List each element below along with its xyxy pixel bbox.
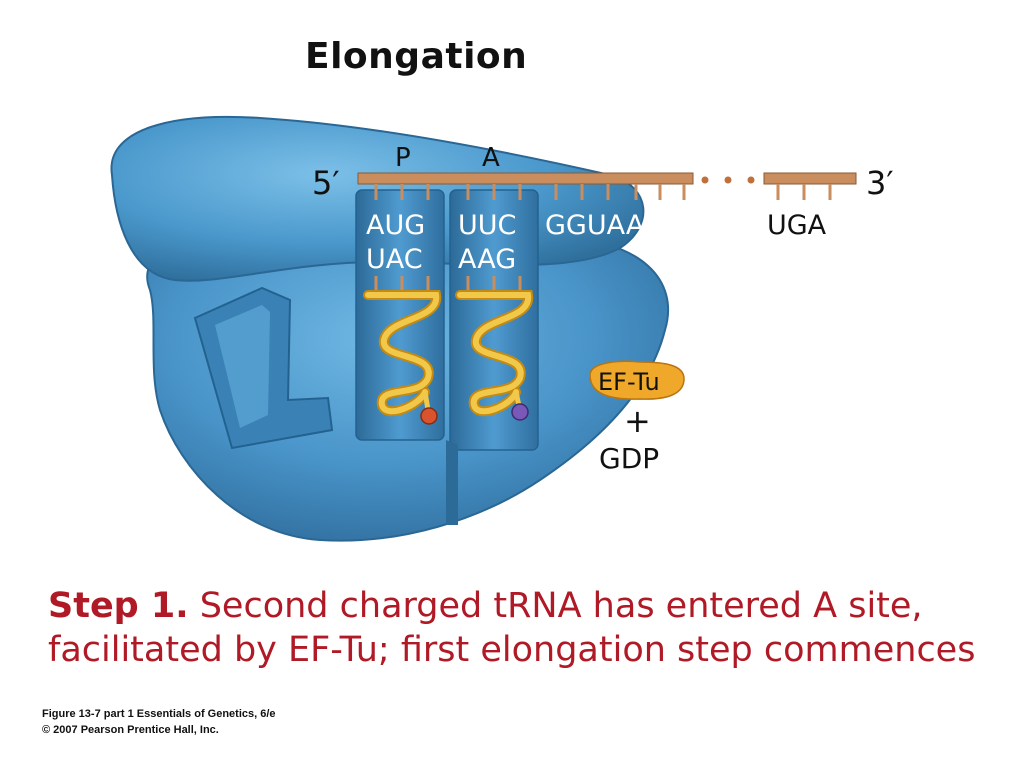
e-site-cavity-inner [215,305,270,428]
ribosome-diagram: 5′ 3′ P A AUG UUC GGUAAG UGA UAC AAG EF-… [110,115,894,542]
figure-credit: Figure 13-7 part 1 Essentials of Genetic… [42,706,276,738]
mrna-dot [747,176,755,184]
p-site-label: P [395,143,411,173]
ef-tu-blob [589,360,685,400]
anticodon-aag: AAG [458,244,516,275]
mrna-dot [701,176,709,184]
credit-line1: Figure 13-7 part 1 Essentials of Genetic… [42,708,276,720]
step-number: Step 1. [48,586,189,626]
subunit-cleft [446,440,458,525]
plus-sign: + [624,402,651,440]
gdp-label: GDP [599,442,659,475]
five-prime-label: 5′ [312,164,340,202]
step-text-line2: facilitated by EF-Tu; first elongation s… [48,630,976,670]
a-site-label: A [482,143,500,173]
codon-uga: UGA [767,210,827,241]
amino-acid-a [511,403,529,421]
amino-acid-p [420,407,438,425]
ef-tu-label: EF-Tu [598,368,660,396]
diagram-title: Elongation [305,36,528,77]
p-site-channel [355,189,445,441]
mrna-dot [724,176,732,184]
anticodon-uac: UAC [366,244,423,275]
step-caption: Step 1. Second charged tRNA has entered … [48,584,1008,672]
codon-aug: AUG [366,210,425,241]
credit-line2: © 2007 Pearson Prentice Hall, Inc. [42,724,219,736]
three-prime-label: 3′ [866,164,894,202]
codons-gguaag: GGUAAG [545,210,665,241]
trna-a-site [455,276,534,421]
mrna-strand-right [763,172,857,185]
mrna-base-ticks [374,184,832,200]
codon-uuc: UUC [458,210,516,241]
trna-p-site [363,276,442,425]
step-text-line1: Second charged tRNA has entered A site, [199,586,923,626]
mrna-strand-left [357,172,694,185]
